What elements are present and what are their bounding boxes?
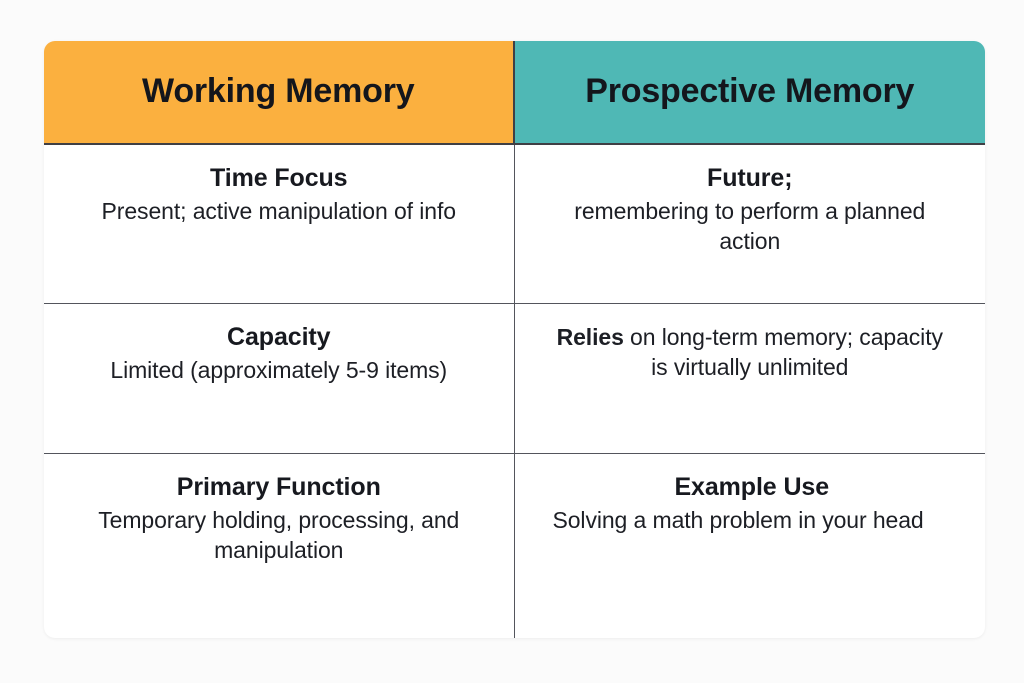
cell-text-rest: on long-term memory; capacity is virtual… [623, 324, 943, 381]
cell-relies-on-long-term-memory: Relies on long-term memory; capacity is … [515, 304, 986, 453]
comparison-table-card: Working Memory Prospective Memory Time F… [44, 41, 985, 638]
cell-title: Example Use [674, 473, 830, 501]
column-header-title: Working Memory [142, 72, 415, 111]
cell-text-emphasis: Relies [556, 324, 624, 350]
table-row: Time Focus Present; active manipulation … [44, 145, 985, 304]
cell-time-focus: Time Focus Present; active manipulation … [44, 145, 515, 303]
table-row: Capacity Limited (approximately 5-9 item… [44, 304, 985, 454]
cell-text: Limited (approximately 5-9 items) [110, 356, 448, 383]
cell-title: Time Focus [210, 164, 348, 192]
cell-text: Present; active manipulation of info [101, 197, 456, 224]
cell-title: Primary Function [176, 473, 381, 501]
table-body: Time Focus Present; active manipulation … [44, 145, 985, 638]
cell-example-use: Example Use Solving a math problem in yo… [515, 454, 986, 638]
cell-title: Capacity [227, 323, 331, 351]
cell-text: remembering to perform a planned action [574, 197, 926, 254]
cell-capacity: Capacity Limited (approximately 5-9 item… [44, 304, 515, 453]
column-header-prospective-memory: Prospective Memory [514, 41, 985, 143]
cell-text: Solving a math problem in your head [552, 506, 924, 533]
cell-title: Future; [707, 164, 793, 192]
column-header-title: Prospective Memory [585, 72, 915, 111]
cell-text: Temporary holding, processing, and manip… [98, 506, 460, 563]
column-header-working-memory: Working Memory [44, 41, 515, 143]
cell-text: Relies on long-term memory; capacity is … [549, 322, 952, 383]
table-header-row: Working Memory Prospective Memory [44, 41, 985, 145]
cell-future: Future; remembering to perform a planned… [515, 145, 986, 303]
cell-primary-function: Primary Function Temporary holding, proc… [44, 454, 515, 638]
table-row: Primary Function Temporary holding, proc… [44, 454, 985, 638]
